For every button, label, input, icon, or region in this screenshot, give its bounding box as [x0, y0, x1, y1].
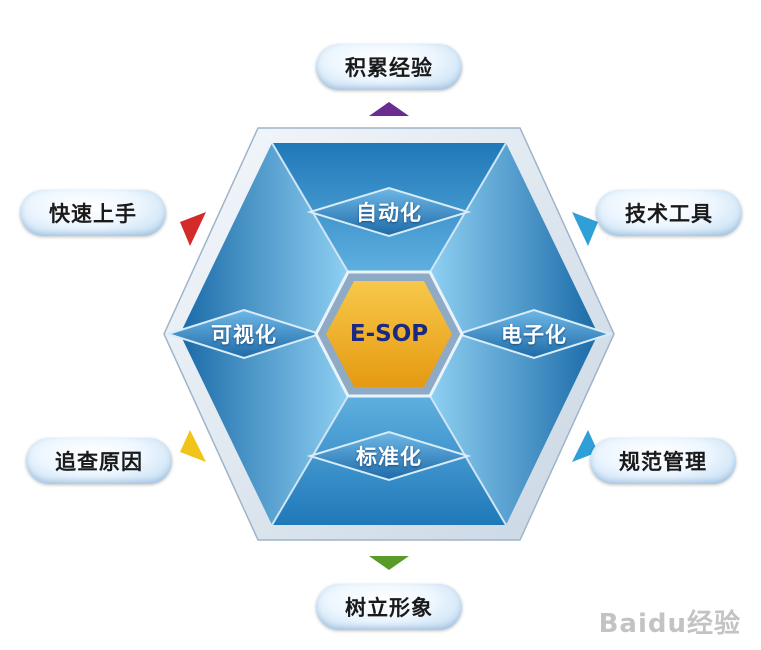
arrow-bottom-left: [180, 430, 206, 462]
center-hexagon: [326, 281, 452, 387]
center-label-esop: E-SOP: [349, 321, 429, 347]
label-visualization: 可视化: [211, 323, 277, 347]
label-accumulate-experience: 积累经验: [316, 44, 462, 90]
diamond-bottom: [306, 430, 472, 482]
label-standardized-management: 规范管理: [590, 438, 736, 484]
arrow-top: [369, 102, 409, 116]
diamond-top: [306, 186, 472, 238]
diamond-right: [454, 308, 614, 360]
label-quick-start: 快速上手: [20, 190, 166, 236]
arrow-top-right: [572, 212, 598, 246]
label-trace-cause: 追查原因: [26, 438, 172, 484]
hex-dividers: [271, 142, 507, 526]
label-standardization: 标准化: [356, 445, 422, 469]
label-digitization: 电子化: [501, 323, 567, 347]
label-technical-tools: 技术工具: [596, 190, 742, 236]
arrow-bottom: [369, 556, 409, 570]
arrow-top-left: [180, 212, 206, 246]
baidu-watermark: Baidu经验: [598, 609, 741, 639]
label-build-image: 树立形象: [316, 584, 462, 630]
label-automation: 自动化: [356, 201, 422, 225]
